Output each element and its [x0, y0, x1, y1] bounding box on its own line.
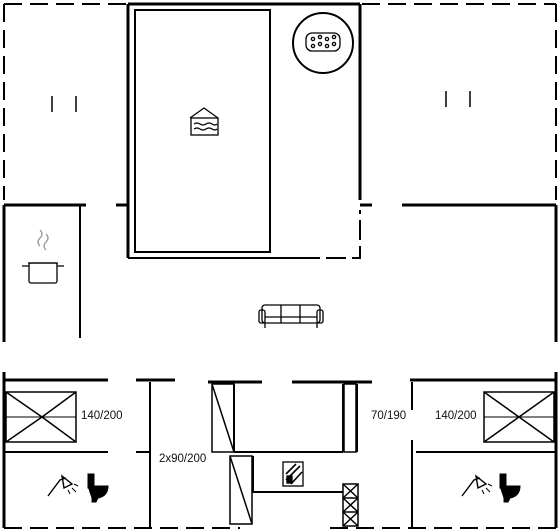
bed-size-label-small: 70/190 [371, 410, 406, 422]
toilet-icon [87, 473, 109, 503]
utility-wall [252, 456, 343, 493]
door-top-left [51, 96, 77, 112]
sofa-icon [258, 304, 324, 328]
wardrobe [342, 483, 359, 527]
indoor-pool-icon [189, 107, 219, 136]
bed-size-label-right: 140/200 [435, 410, 477, 422]
pool-hall [126, 2, 362, 259]
bed-left [5, 391, 77, 443]
door-top-right [445, 91, 471, 107]
shower-icon [47, 474, 79, 497]
bed-size-label-left: 140/200 [81, 410, 123, 422]
toilet-icon [499, 473, 521, 503]
interior-walls [4, 203, 556, 528]
bed-right [483, 391, 555, 443]
bunk-bed [211, 383, 253, 525]
shower-icon [461, 474, 493, 497]
pool-basin [134, 9, 271, 253]
doors [51, 91, 471, 112]
exterior-walls [2, 3, 558, 529]
bed-size-label-bunk: 2x90/200 [159, 453, 206, 465]
spa-tub [292, 12, 354, 74]
whirlpool-spa-icon [305, 32, 341, 52]
beds [5, 383, 555, 527]
washing-machine-icon [282, 461, 304, 487]
small-bed [343, 383, 357, 453]
pool-hall-door [300, 210, 361, 259]
cooking-pot-icon [22, 229, 64, 284]
